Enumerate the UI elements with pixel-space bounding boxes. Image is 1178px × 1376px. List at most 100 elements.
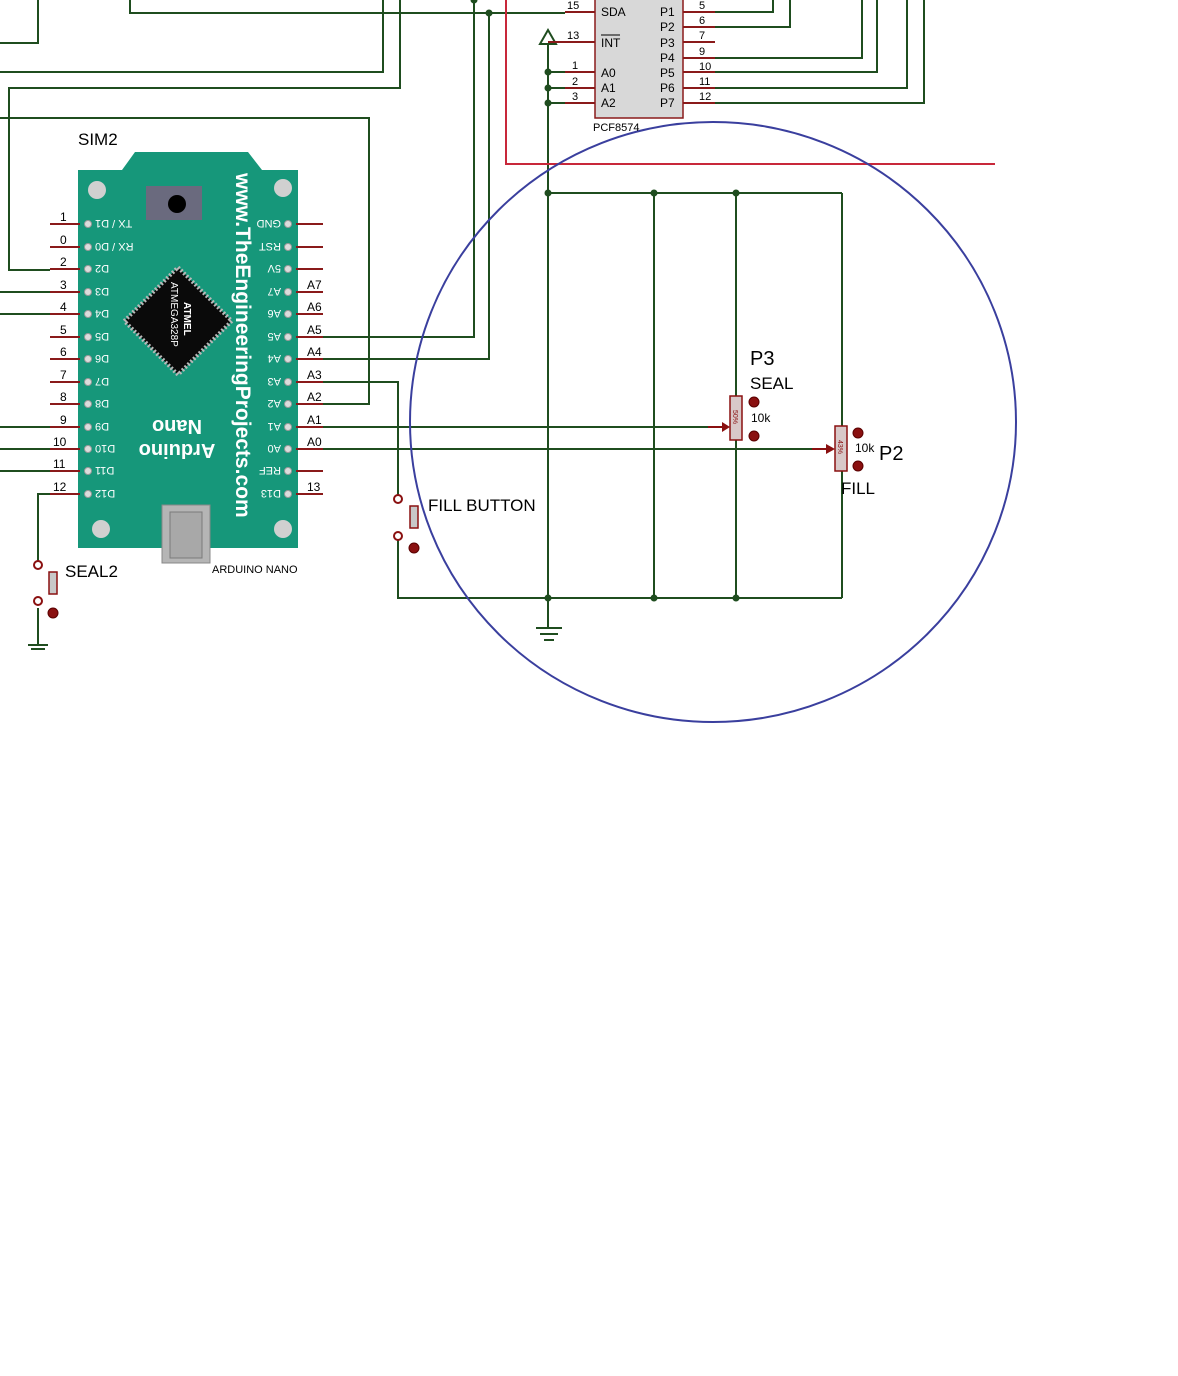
nano-pin-num: 13: [307, 480, 321, 494]
p3-setting: 50%: [731, 410, 738, 424]
nano-pin-num: 11: [53, 457, 66, 471]
nano-pin-name: D2: [95, 262, 109, 274]
nano-pin-name: A3: [268, 375, 281, 387]
pcf-pin-num: 7: [699, 30, 705, 42]
nano-pin-name: REF: [259, 464, 281, 476]
pcf-pin-name: P2: [660, 20, 675, 34]
nano-pin-name: D4: [95, 307, 109, 319]
nano-pin-num: 4: [60, 300, 67, 314]
brand-label: Arduino: [139, 439, 216, 461]
nano-pin-num: 6: [60, 345, 67, 359]
pcf-pin-num: 12: [699, 91, 711, 103]
pcf-pin-name: A2: [601, 96, 616, 110]
fill-button-label: FILL BUTTON: [428, 496, 536, 515]
nano-pin-name: A7: [268, 285, 281, 297]
pcf-pin-name: P4: [660, 51, 675, 65]
nano-pin-name: D11: [95, 464, 114, 476]
fill-button: FILL BUTTON: [393, 494, 536, 554]
nano-pin-num: A1: [307, 413, 322, 427]
pcf-pin-name: INT: [601, 36, 621, 50]
nano-pin-num: 3: [60, 278, 67, 292]
p2-setting: 43%: [836, 440, 843, 454]
nano-pin-name: 5V: [267, 262, 281, 274]
nano-pin-num: 7: [60, 368, 67, 382]
pot-p3: 50% P3 SEAL 10k: [708, 348, 793, 442]
nano-pin-name: GND: [257, 217, 282, 229]
arduino-nano: SIM2 ATMEL ATMEGA328P www.TheEngineering…: [50, 130, 323, 576]
nano-pin-num: 9: [60, 413, 67, 427]
nano-pin-name: D3: [95, 285, 109, 297]
nano-pin-name: A5: [268, 330, 281, 342]
nano-pin-name: D13: [261, 487, 281, 499]
p2-value: 10k: [855, 441, 875, 455]
chip-part-label: ATMEGA328P: [168, 282, 179, 347]
pcf-pin-name: P7: [660, 96, 675, 110]
pcf-part-label: PCF8574: [593, 122, 639, 134]
nano-pin-num: 1: [60, 210, 67, 224]
pcf-pin-name: SDA: [601, 5, 626, 19]
nano-pin-name: RST: [259, 240, 281, 252]
nano-pin-num: 5: [60, 323, 67, 337]
pcf-pin-name: A1: [601, 81, 616, 95]
pcf-pin-num: 3: [572, 91, 578, 103]
nano-pin-num: 10: [53, 435, 67, 449]
pcf-pin-name: P3: [660, 36, 675, 50]
pcf-pin-num: 6: [699, 15, 705, 27]
nano-pin-name: A1: [268, 420, 281, 432]
nano-pin-num: A0: [307, 435, 322, 449]
p3-name: SEAL: [750, 374, 793, 393]
nano-left-pin-dots: [84, 220, 92, 498]
nano-part-label: ARDUINO NANO: [212, 564, 298, 576]
nano-pin-num: 2: [60, 255, 67, 269]
nano-pin-name: RX / D0: [95, 240, 134, 252]
nano-left-pins: [50, 223, 80, 495]
nano-pin-num: 8: [60, 390, 67, 404]
wiring: [0, 0, 995, 650]
nano-pin-name: A4: [268, 352, 281, 364]
pcf-pin-name: P6: [660, 81, 675, 95]
pcf-pin-num: 13: [567, 30, 579, 42]
pcf-pin-num: 2: [572, 76, 578, 88]
p3-value: 10k: [751, 411, 771, 425]
chip-maker-label: ATMEL: [181, 302, 192, 336]
nano-pin-num: A7: [307, 278, 322, 292]
seal2-label: SEAL2: [65, 562, 118, 581]
pcf-pin-num: 10: [699, 61, 711, 73]
nano-pin-name: D7: [95, 375, 109, 387]
nano-right-pin-dots: [284, 220, 292, 498]
junctions: [470, 0, 740, 602]
nano-pin-num: A3: [307, 368, 322, 382]
pcf-pin-num: 1: [572, 60, 578, 72]
nano-pin-name: D12: [95, 487, 115, 499]
pcf8574-chip: 15 SDA 13 INT 1 A0 2 A1 3 A2 P1 5 P2 6 P…: [548, 0, 715, 134]
p3-ref: P3: [750, 348, 774, 370]
nano-pin-num: A6: [307, 300, 322, 314]
pcf-pin-num: 5: [699, 0, 705, 12]
nano-pin-name: A0: [268, 442, 281, 454]
nano-pin-name: A6: [268, 307, 281, 319]
nano-right-pins: [296, 223, 323, 495]
pcf-pin-num: 11: [699, 76, 710, 88]
pot-p2: 43% 10k P2 FILL: [812, 425, 903, 498]
highlight-circle: [409, 121, 1017, 723]
nano-pin-num: 12: [53, 480, 67, 494]
pcf-pin-num: 15: [567, 0, 579, 12]
nano-pin-name: D9: [95, 420, 109, 432]
pcf-pin-num: 9: [699, 46, 705, 58]
nano-pin-name: D10: [95, 442, 115, 454]
nano-pin-num: A2: [307, 390, 322, 404]
nano-ref-label: SIM2: [78, 130, 118, 149]
nano-pin-num: A4: [307, 345, 322, 359]
pcf-pin-name: P5: [660, 66, 675, 80]
website-label: www.TheEngineeringProjects.com: [231, 172, 254, 518]
nano-pin-name: TX / D1: [95, 217, 132, 229]
nano-pin-name: D8: [95, 397, 109, 409]
nano-pin-name: A2: [268, 397, 281, 409]
p2-name: FILL: [841, 479, 875, 498]
model-label: Nano: [152, 415, 202, 437]
nano-pin-num: 0: [60, 233, 67, 247]
p2-ref: P2: [879, 443, 903, 465]
pcf-pin-name: A0: [601, 66, 616, 80]
nano-pin-num: A5: [307, 323, 322, 337]
